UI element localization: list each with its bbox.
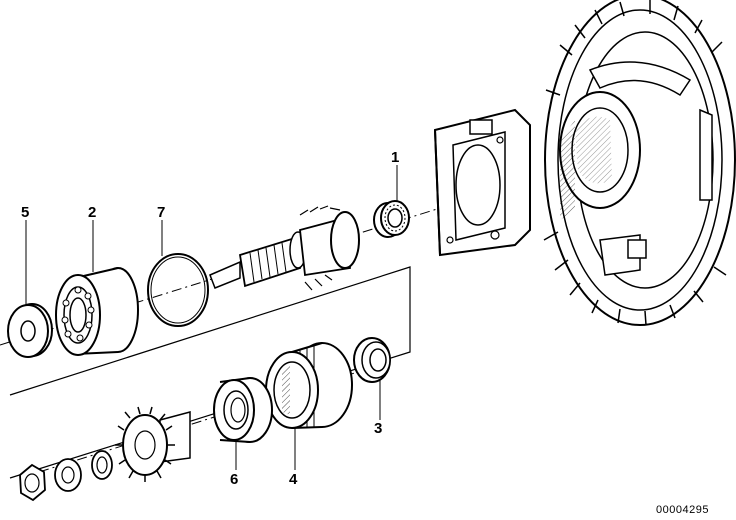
group-bracket: [9, 266, 411, 479]
callout-3: 3: [374, 420, 383, 437]
callout-2: 2: [88, 204, 97, 221]
callout-6: 6: [230, 471, 239, 488]
leader-lines: [25, 165, 398, 470]
part-5-washer: [7, 303, 53, 358]
small-spacer-ring: [91, 450, 113, 480]
part-6-bearing: [213, 377, 273, 443]
part-3-seal-ring: [353, 337, 391, 383]
hex-nut: [19, 463, 46, 502]
part-1-bearing: [373, 200, 410, 238]
gearbox-housing: [433, 0, 736, 326]
part-4-threaded-ring: [265, 342, 353, 430]
callout-4: 4: [289, 471, 298, 488]
document-number: 00004295: [656, 504, 709, 516]
callout-7: 7: [157, 204, 166, 221]
callout-5: 5: [21, 204, 30, 221]
callout-1: 1: [391, 149, 400, 166]
small-washer: [54, 458, 82, 492]
part-7-o-ring: [147, 253, 209, 327]
part-2-roller-bearing: [55, 267, 139, 356]
output-gear: [115, 406, 191, 482]
drive-pinion-shaft: [209, 205, 360, 291]
